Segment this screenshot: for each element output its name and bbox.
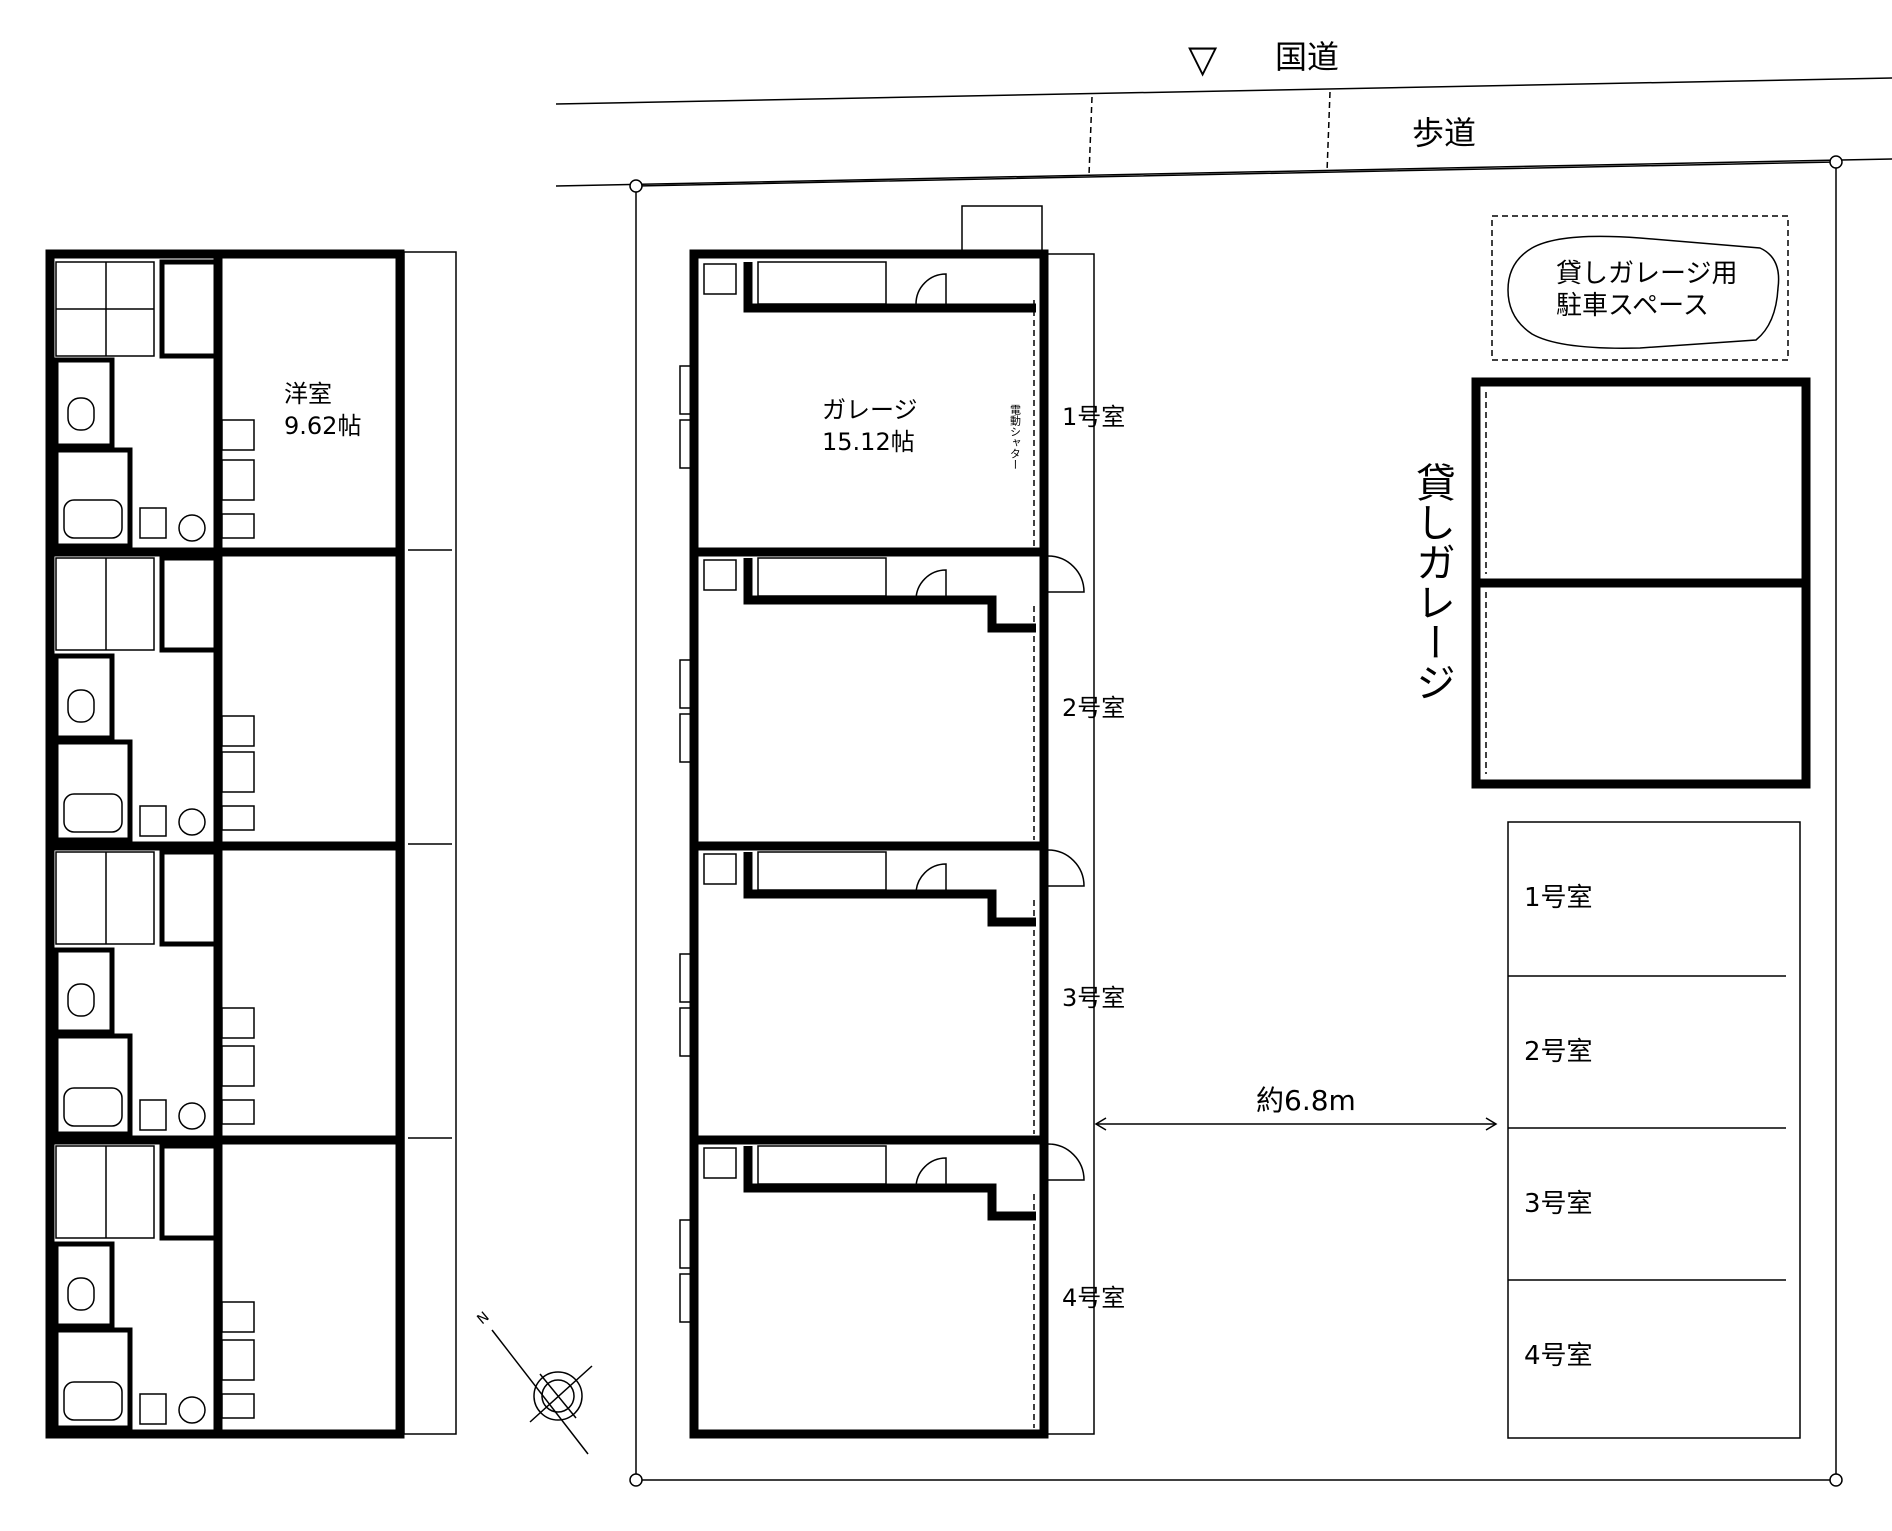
unit-layout-3 bbox=[53, 849, 255, 1137]
door-icon bbox=[915, 863, 947, 895]
garage-name: ガレージ bbox=[822, 396, 918, 424]
sidewalk-edge-line bbox=[555, 158, 1892, 187]
unit-label-4: 4号室 bbox=[1062, 1284, 1125, 1312]
kitchen-sink-icon bbox=[221, 751, 255, 793]
window-icon bbox=[679, 659, 695, 709]
rental-parking-space: 貸しガレージ用 駐車スペース bbox=[1491, 215, 1789, 361]
bathtub-icon bbox=[63, 1381, 123, 1421]
stove-icon bbox=[221, 1393, 255, 1419]
parking-slot-3: 3号室 bbox=[1524, 1189, 1593, 1219]
door-icon bbox=[1047, 1143, 1085, 1181]
door-icon bbox=[915, 569, 947, 601]
bathtub-icon bbox=[63, 499, 123, 539]
washbasin-icon bbox=[178, 514, 206, 542]
dimension-line: 約6.8m bbox=[1094, 1084, 1498, 1131]
rental-garage: 貸しガレージ bbox=[1409, 377, 1811, 789]
kitchen-sink-icon bbox=[221, 1339, 255, 1381]
road-area: ▽ 国道 歩道 bbox=[555, 37, 1892, 187]
parking-slot-2: 2号室 bbox=[1524, 1037, 1593, 1067]
floor-plan-left: 洋室 9.62帖 bbox=[45, 249, 457, 1439]
sidewalk-divider-1 bbox=[1088, 96, 1093, 176]
toilet-icon bbox=[67, 397, 95, 431]
washbasin-icon bbox=[178, 1396, 206, 1424]
stove-icon bbox=[221, 1099, 255, 1125]
garage-unit-4 bbox=[679, 1143, 1085, 1323]
room-name: 洋室 bbox=[284, 380, 332, 408]
unit-label-1: 1号室 bbox=[1062, 403, 1125, 431]
door-icon bbox=[915, 273, 947, 305]
sidewalk-divider-2 bbox=[1326, 91, 1331, 173]
door-icon bbox=[1047, 555, 1085, 593]
entry-porch bbox=[961, 205, 1043, 255]
window-icon bbox=[679, 1219, 695, 1269]
parking-label-2: 駐車スペース bbox=[1556, 291, 1709, 321]
washbasin-icon bbox=[178, 1102, 206, 1130]
unit-layout-1: 洋室 9.62帖 bbox=[53, 259, 361, 549]
window-icon bbox=[679, 365, 695, 415]
garage-size: 15.12帖 bbox=[822, 428, 915, 456]
unit-layout-4 bbox=[53, 1143, 255, 1431]
parking-slot-1: 1号室 bbox=[1524, 883, 1593, 913]
bathtub-icon bbox=[63, 793, 123, 833]
compass-icon: N bbox=[474, 1309, 593, 1455]
unit-label-2: 2号室 bbox=[1062, 694, 1125, 722]
road-label: 国道 bbox=[1275, 38, 1339, 76]
bathtub-icon bbox=[63, 1087, 123, 1127]
boundary-marker bbox=[629, 179, 643, 193]
window-icon bbox=[679, 713, 695, 763]
garage-unit-1: ガレージ 15.12帖 電動シャター bbox=[679, 261, 1036, 470]
compass-north-label: N bbox=[474, 1309, 492, 1328]
room-size: 9.62帖 bbox=[284, 412, 361, 440]
toilet-icon bbox=[67, 983, 95, 1017]
window-icon bbox=[679, 1273, 695, 1323]
kitchen-sink-icon bbox=[221, 1045, 255, 1087]
site-boundary bbox=[629, 155, 1843, 1487]
dimension-label: 約6.8m bbox=[1256, 1084, 1356, 1117]
balcony bbox=[403, 251, 457, 1435]
side-corridor bbox=[1045, 253, 1095, 1435]
sidewalk-label: 歩道 bbox=[1412, 114, 1476, 152]
road-symbol: ▽ bbox=[1188, 37, 1218, 81]
unit-label-3: 3号室 bbox=[1062, 984, 1125, 1012]
parking-slots: 1号室 2号室 3号室 4号室 bbox=[1507, 821, 1801, 1439]
shutter-label: 電動シャター bbox=[1009, 404, 1022, 470]
boundary-marker bbox=[1829, 155, 1843, 169]
road-edge-line bbox=[555, 77, 1892, 105]
garage-unit-3 bbox=[679, 849, 1085, 1057]
toilet-icon bbox=[67, 689, 95, 723]
stove-icon bbox=[221, 513, 255, 539]
car-icon bbox=[1507, 235, 1780, 349]
window-icon bbox=[679, 1007, 695, 1057]
floor-plan-right: ガレージ 15.12帖 電動シャター bbox=[679, 205, 1125, 1439]
parking-slot-4: 4号室 bbox=[1524, 1341, 1593, 1371]
kitchen-sink-icon bbox=[221, 459, 255, 501]
parking-label-1: 貸しガレージ用 bbox=[1556, 259, 1737, 289]
window-icon bbox=[679, 419, 695, 469]
door-icon bbox=[1047, 849, 1085, 887]
window-icon bbox=[679, 953, 695, 1003]
unit-layout-2 bbox=[53, 555, 255, 843]
boundary-marker bbox=[1829, 1473, 1843, 1487]
rental-garage-label: 貸しガレージ bbox=[1409, 462, 1455, 702]
garage-unit-2 bbox=[679, 555, 1085, 763]
door-icon bbox=[915, 1157, 947, 1189]
toilet-icon bbox=[67, 1277, 95, 1311]
stove-icon bbox=[221, 805, 255, 831]
boundary-marker bbox=[629, 1473, 643, 1487]
washbasin-icon bbox=[178, 808, 206, 836]
